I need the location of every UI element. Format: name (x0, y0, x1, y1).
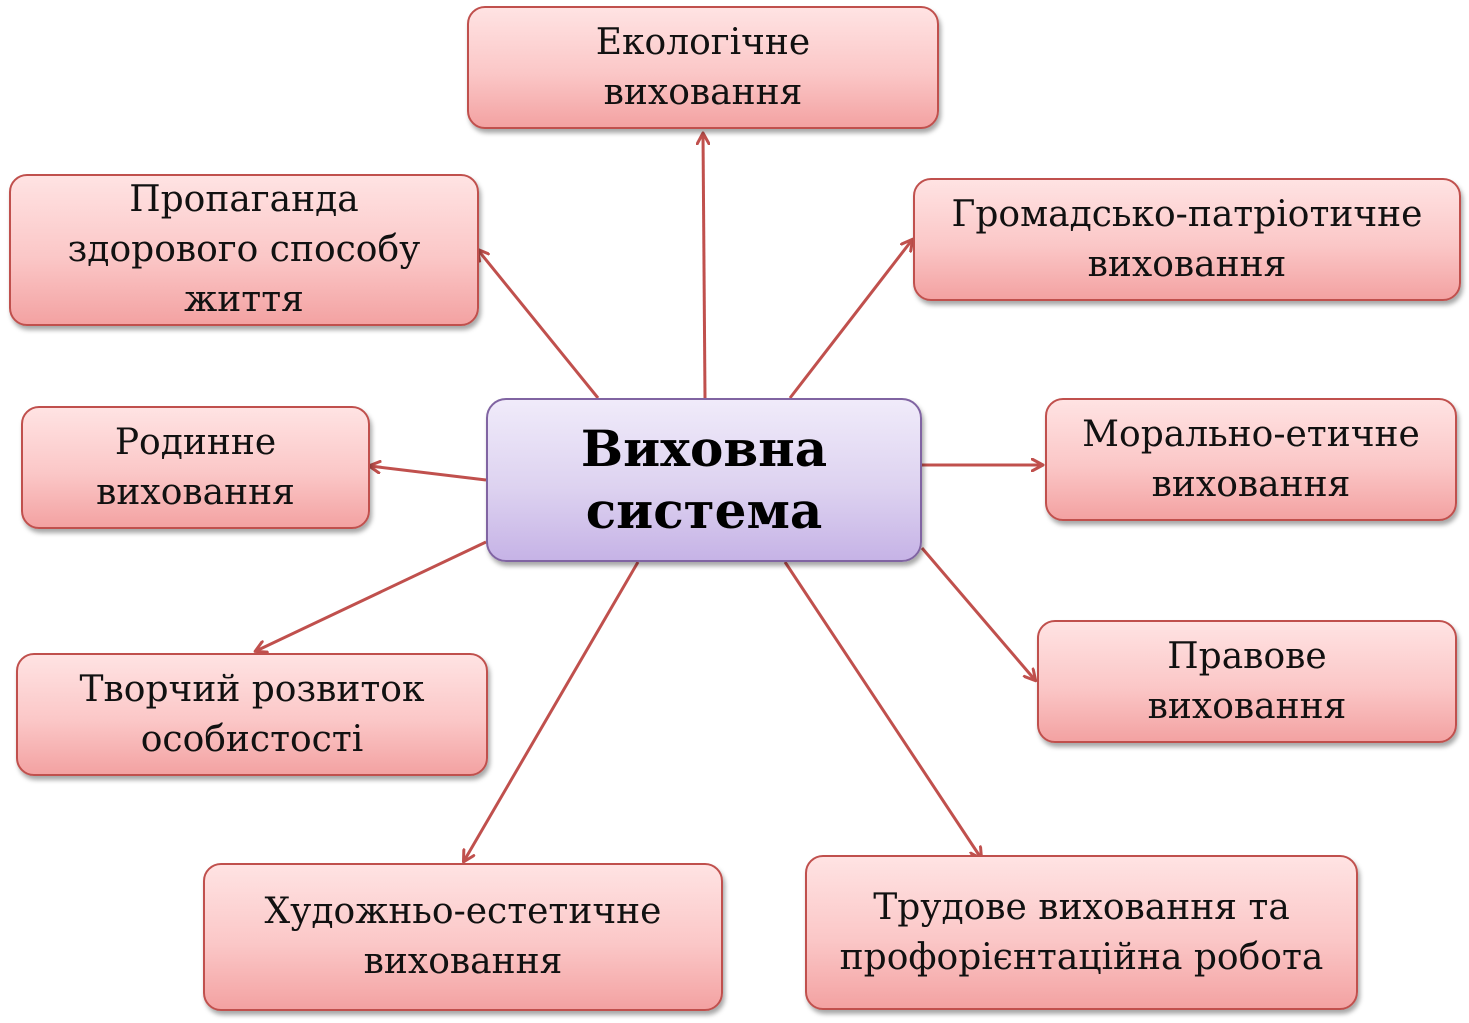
node-moral-ethical: Морально-етичне виховання (1045, 398, 1457, 521)
node-label: Морально-етичне виховання (1082, 413, 1420, 505)
arrow-civic-patriotic (788, 240, 912, 399)
node-ecological: Екологічне виховання (467, 6, 939, 129)
node-label: Творчий розвиток особистості (79, 668, 425, 760)
node-healthy-lifestyle: Пропаганда здорового способу життя (9, 174, 479, 326)
node-legal: Правове виховання (1037, 620, 1457, 743)
arrow-family (370, 466, 487, 482)
arrow-creative-development (256, 540, 487, 651)
arrow-ecological (703, 134, 705, 399)
arrow-legal (920, 547, 1035, 680)
node-label: Родинне виховання (96, 421, 295, 513)
node-label: Пропаганда здорового способу життя (67, 179, 421, 320)
arrow-artistic-aesthetic (464, 561, 640, 861)
node-creative-development: Творчий розвиток особистості (16, 653, 488, 776)
center-label: Виховна система (580, 419, 828, 540)
node-labor-career: Трудове виховання та профорієнтаційна ро… (805, 855, 1358, 1010)
arrow-healthy-lifestyle (478, 250, 600, 399)
node-label: Трудове виховання та профорієнтаційна ро… (839, 886, 1324, 978)
arrow-labor-career (783, 561, 981, 858)
node-label: Художньо-естетичне виховання (264, 891, 662, 982)
node-label: Екологічне виховання (595, 21, 811, 113)
node-label: Правове виховання (1147, 635, 1347, 727)
node-civic-patriotic: Громадсько-патріотичне виховання (913, 178, 1461, 301)
node-label: Громадсько-патріотичне виховання (951, 193, 1423, 285)
node-artistic-aesthetic: Художньо-естетичне виховання (203, 863, 723, 1011)
center-node: Виховна система (486, 398, 922, 562)
node-family: Родинне виховання (21, 406, 370, 529)
